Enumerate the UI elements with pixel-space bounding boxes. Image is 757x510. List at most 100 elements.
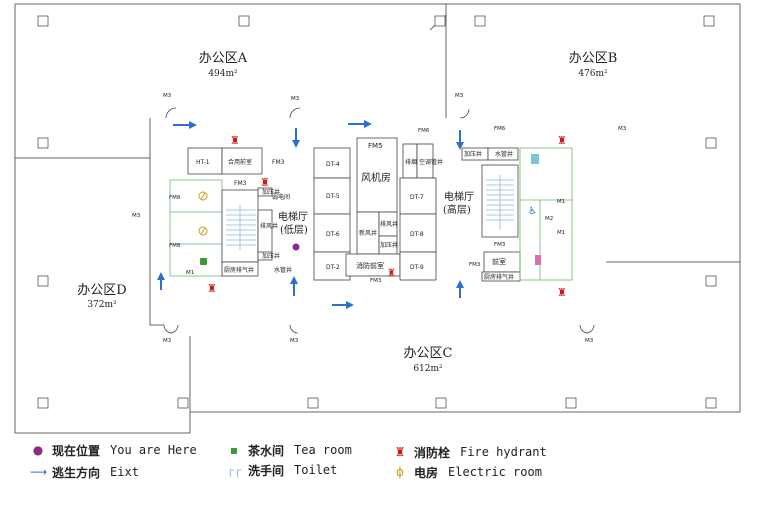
svg-text:加压井: 加压井	[262, 188, 280, 196]
svg-text:弱电间: 弱电间	[272, 193, 290, 201]
fire-hydrant-icon: ♜	[207, 282, 217, 295]
legend-here-cn: 现在位置	[52, 443, 101, 458]
svg-text:办公区B: 办公区B	[569, 51, 618, 66]
blue-arrow-icon: ⟶	[30, 465, 48, 479]
svg-text:M3: M3	[132, 213, 141, 219]
svg-text:新风井: 新风井	[359, 229, 377, 237]
svg-text:DT-5: DT-5	[326, 193, 340, 200]
right-stairs	[486, 175, 514, 230]
svg-text:DT-8: DT-8	[410, 231, 424, 238]
tea-cup-icon: ▪	[229, 443, 239, 457]
legend-toilet-en: Toilet	[294, 463, 338, 477]
lightning-icon	[198, 226, 208, 236]
left-stairs	[226, 205, 256, 250]
svg-text:DT-6: DT-6	[326, 231, 340, 238]
left-core-rooms: HT-1 合用前室 FM3 FM3 FM8 FM8 M1 排风井 加压井 弱电间…	[169, 147, 308, 277]
legend-toilet-cn: 洗手间	[248, 463, 285, 478]
tea-cup-icon	[200, 258, 207, 265]
zone-b-label: 办公区B 476m²	[569, 51, 618, 79]
accessible-icon: ♿	[528, 206, 537, 217]
toilet-icon: ┌┌	[226, 463, 242, 477]
svg-text:476m²: 476m²	[578, 69, 608, 79]
svg-text:494m²: 494m²	[208, 69, 238, 79]
svg-text:M2: M2	[545, 216, 553, 222]
svg-text:加压井: 加压井	[262, 252, 280, 260]
fire-hydrant-icon: ♜	[557, 134, 567, 147]
svg-text:办公区A: 办公区A	[199, 51, 248, 66]
lightning-icon	[198, 191, 208, 201]
svg-text:M3: M3	[585, 338, 594, 344]
svg-text:M3: M3	[291, 96, 300, 102]
svg-text:M1: M1	[557, 199, 565, 205]
legend-item-exit: ⟶ 逃生方向 Eixt	[30, 463, 139, 481]
legend-tea-en: Tea room	[294, 443, 352, 457]
legend-hydrant-en: Fire hydrant	[460, 445, 547, 459]
svg-text:办公区D: 办公区D	[77, 283, 126, 298]
svg-text:前室: 前室	[492, 257, 506, 266]
legend-item-hydrant: ♜ 消防栓 Fire hydrant	[392, 443, 547, 461]
legend-hydrant-cn: 消防栓	[414, 445, 451, 460]
svg-text:M3: M3	[618, 126, 627, 132]
legend-electric-cn: 电房	[414, 465, 439, 480]
legend-exit-cn: 逃生方向	[52, 465, 101, 480]
svg-text:M3: M3	[163, 338, 172, 344]
svg-text:空调管井: 空调管井	[419, 158, 443, 166]
svg-text:排风井: 排风井	[260, 222, 278, 230]
legend-electric-en: Electric room	[448, 465, 542, 479]
svg-text:(低层): (低层)	[280, 223, 308, 236]
exit-arrows	[157, 120, 464, 309]
central-core-rooms: DT-4 DT-5 DT-6 DT-2 FM5 风机房 新风井 排风井 加压井 …	[313, 128, 443, 284]
svg-text:办公区C: 办公区C	[404, 346, 453, 361]
svg-text:M1: M1	[557, 230, 565, 236]
svg-text:加压井: 加压井	[380, 241, 398, 249]
svg-text:合用前室: 合用前室	[228, 158, 252, 166]
svg-text:水管井: 水管井	[495, 150, 513, 158]
map-legend: ● 现在位置 You are Here ⟶ 逃生方向 Eixt ▪ 茶水间 Te…	[30, 441, 750, 501]
svg-text:厨房排气井: 厨房排气井	[484, 273, 514, 281]
purple-dot-icon: ●	[32, 443, 44, 457]
svg-text:厨房排气井: 厨房排气井	[224, 266, 254, 274]
fire-hydrant-icon: ♜	[557, 286, 567, 299]
svg-text:水管井: 水管井	[274, 266, 292, 274]
svg-text:HT-1: HT-1	[196, 159, 210, 166]
svg-text:FM8: FM8	[169, 195, 181, 201]
svg-text:612m²: 612m²	[413, 364, 443, 374]
svg-text:M3: M3	[455, 93, 464, 99]
lightning-icon: ϕ	[396, 465, 404, 479]
svg-text:消防前室: 消防前室	[356, 261, 384, 270]
svg-text:DT-4: DT-4	[326, 161, 340, 168]
legend-tea-cn: 茶水间	[248, 443, 285, 458]
svg-text:M3: M3	[290, 338, 299, 344]
fire-hydrant-icon: ♜	[387, 268, 396, 279]
toilet-icon	[531, 154, 539, 164]
zone-d-label: 办公区D 372m²	[77, 283, 126, 310]
svg-text:FM3: FM3	[272, 159, 285, 166]
legend-exit-en: Eixt	[110, 465, 139, 479]
right-core-rooms: 电梯厅 (高层) FM6 加压井 水管井 FM3 前室 FM3 厨房排气井 M1	[443, 126, 573, 282]
fire-hydrant-markers: ♜ ♜ ♜ ♜ ♜ ♜	[207, 134, 567, 299]
svg-text:排风井: 排风井	[380, 220, 398, 228]
fire-hydrant-icon: ♜	[394, 445, 406, 459]
svg-text:FM3: FM3	[234, 180, 247, 187]
svg-text:FM6: FM6	[494, 126, 506, 132]
core-outline	[149, 118, 164, 326]
toilet-icon	[535, 255, 541, 265]
svg-text:风机房: 风机房	[361, 171, 391, 184]
svg-text:M3: M3	[163, 93, 172, 99]
svg-text:(高层): (高层)	[443, 203, 471, 216]
legend-item-here: ● 现在位置 You are Here	[30, 441, 197, 459]
svg-text:FM5: FM5	[368, 142, 383, 150]
fire-hydrant-icon: ♜	[230, 134, 240, 147]
svg-text:DT-9: DT-9	[410, 264, 424, 271]
svg-text:FM3: FM3	[469, 262, 481, 268]
svg-text:M1: M1	[186, 270, 194, 276]
svg-text:FM8: FM8	[169, 243, 181, 249]
legend-item-tea: ▪ 茶水间 Tea room	[226, 441, 352, 459]
fire-hydrant-icon: ♜	[260, 176, 270, 189]
facility-markers: ♿	[198, 154, 541, 265]
structural-columns	[37, 15, 717, 409]
svg-text:FM6: FM6	[418, 128, 430, 134]
you-are-here-marker	[292, 243, 300, 251]
svg-text:DT-7: DT-7	[410, 194, 424, 201]
